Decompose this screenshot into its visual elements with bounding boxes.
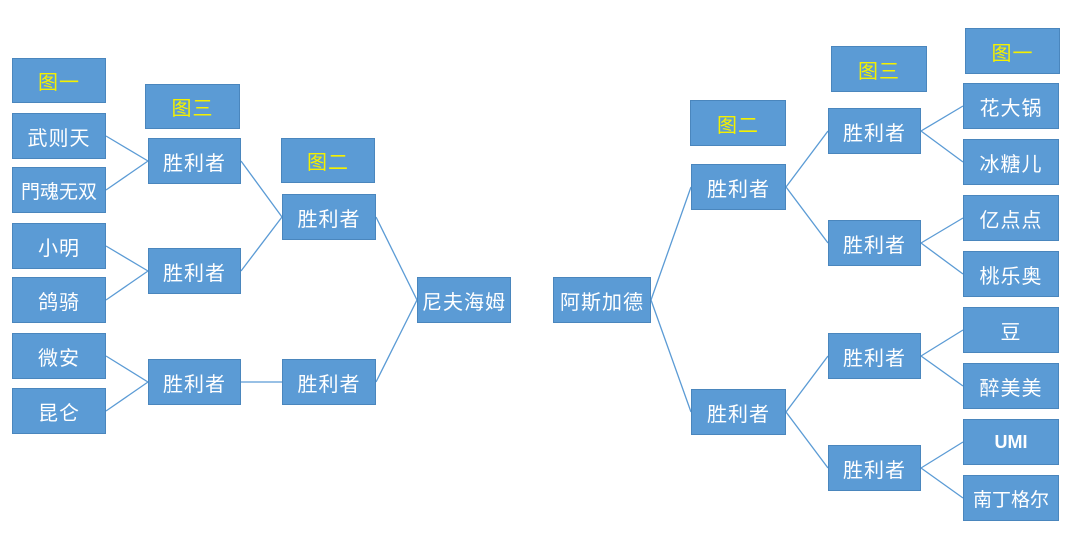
player-right-3: 亿点点 <box>963 195 1059 241</box>
fig2-label-left: 图二 <box>281 138 375 183</box>
player-right-5: 豆 <box>963 307 1059 353</box>
player-right-2: 冰糖儿 <box>963 139 1059 185</box>
winner-right-r1-2: 胜利者 <box>828 220 921 266</box>
winner-right-r1-4: 胜利者 <box>828 445 921 491</box>
fig1-label-right: 图一 <box>965 28 1060 74</box>
player-right-8: 南丁格尔 <box>963 475 1059 521</box>
player-left-4: 鸽骑 <box>12 277 106 323</box>
winner-left-r1-3: 胜利者 <box>148 359 241 405</box>
player-right-6: 醉美美 <box>963 363 1059 409</box>
winner-right-r2-1: 胜利者 <box>691 164 786 210</box>
fig3-label-left: 图三 <box>145 84 240 129</box>
winner-left-r2-1: 胜利者 <box>282 194 376 240</box>
winner-left-r1-2: 胜利者 <box>148 248 241 294</box>
fig2-label-right: 图二 <box>690 100 786 146</box>
player-left-6: 昆仑 <box>12 388 106 434</box>
player-right-1: 花大锅 <box>963 83 1059 129</box>
winner-left-r1-1: 胜利者 <box>148 138 241 184</box>
player-left-3: 小明 <box>12 223 106 269</box>
player-right-4: 桃乐奥 <box>963 251 1059 297</box>
winner-right-r1-1: 胜利者 <box>828 108 921 154</box>
player-left-2: 門魂无双 <box>12 167 106 213</box>
fig1-label-left: 图一 <box>12 58 106 103</box>
player-left-5: 微安 <box>12 333 106 379</box>
final-left: 尼夫海姆 <box>417 277 511 323</box>
winner-right-r2-2: 胜利者 <box>691 389 786 435</box>
fig3-label-right: 图三 <box>831 46 927 92</box>
player-right-7: UMI <box>963 419 1059 465</box>
final-right: 阿斯加德 <box>553 277 651 323</box>
player-left-1: 武则天 <box>12 113 106 159</box>
winner-right-r1-3: 胜利者 <box>828 333 921 379</box>
winner-left-r2-2: 胜利者 <box>282 359 376 405</box>
